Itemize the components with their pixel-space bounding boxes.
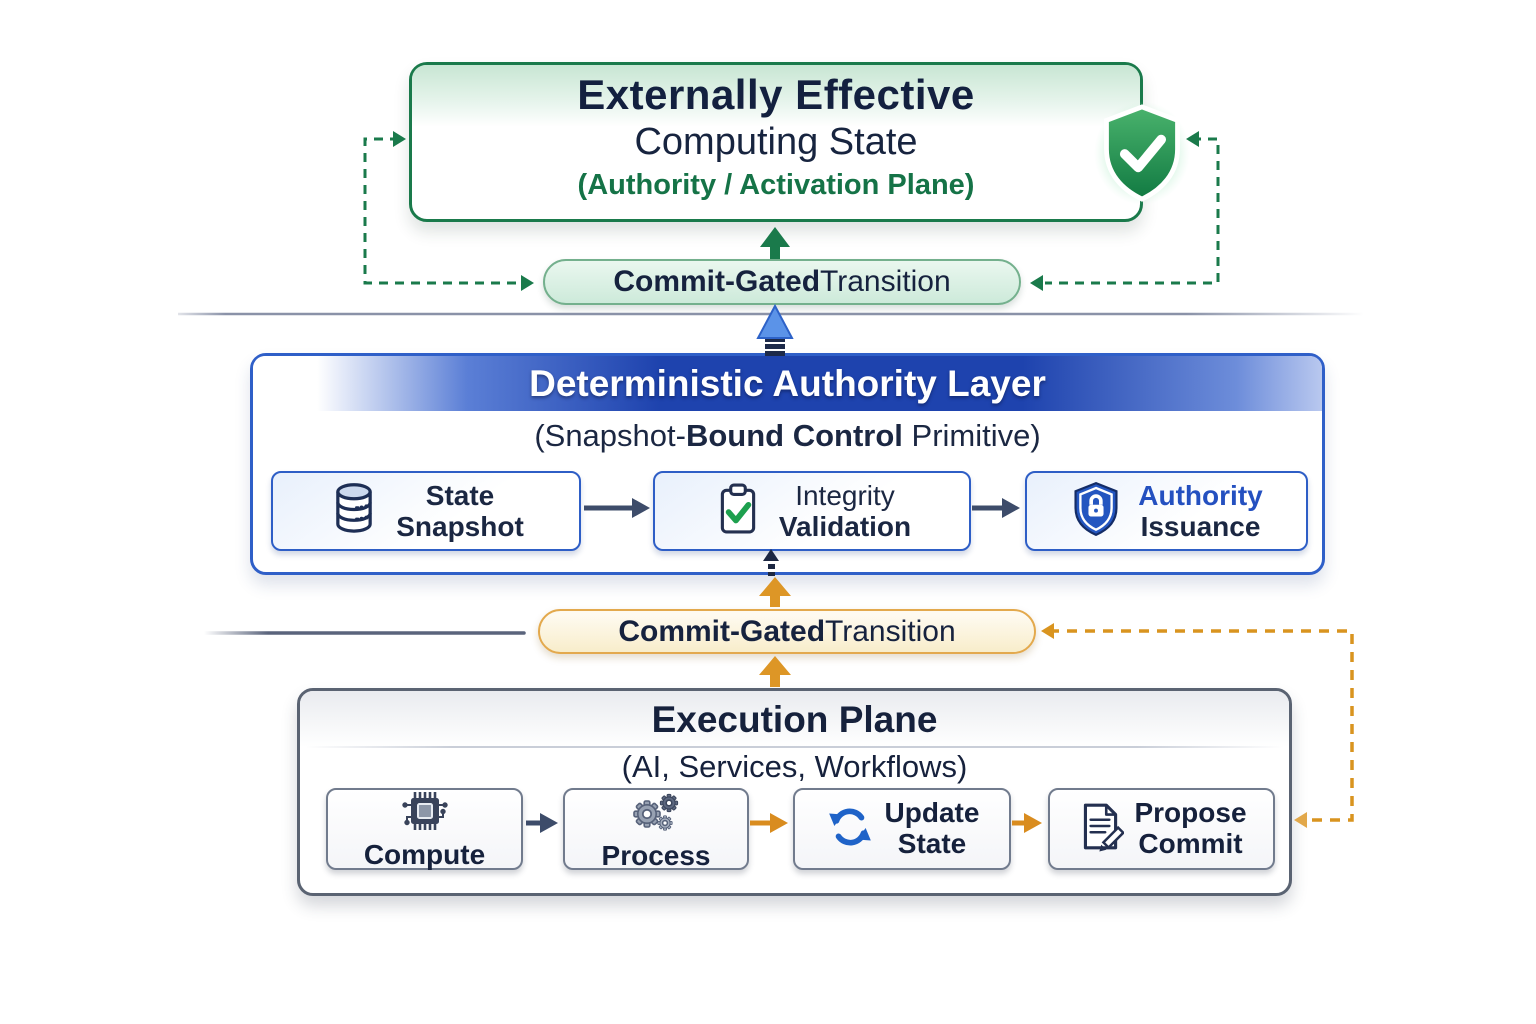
propose-commit-line1: Propose: [1134, 797, 1247, 829]
authority-subtitle-post: Primitive): [902, 418, 1041, 453]
authority-subtitle-bold: Bound Control: [685, 418, 903, 453]
state-snapshot-line1: State: [425, 479, 495, 511]
top-box-header-band: [412, 65, 1140, 127]
authority-issuance-line1: Authority: [1138, 479, 1263, 511]
update-state-step: Update State: [793, 788, 1011, 870]
integrity-validation-label: Integrity Validation: [779, 480, 911, 543]
state-snapshot-label: State Snapshot: [396, 480, 524, 543]
orange-dashed-arrowhead-to-exec-box: [1294, 812, 1307, 828]
sync-icon: [825, 805, 875, 854]
state-snapshot-step: State Snapshot: [271, 471, 581, 551]
update-state-label: Update State: [884, 797, 980, 860]
externally-effective-state-box: Externally Effective Computing State (Au…: [409, 62, 1143, 222]
deterministic-authority-layer-box: Deterministic Authority Layer (Snapshot-…: [250, 353, 1325, 575]
authority-issuance-step: Authority Issuance: [1025, 471, 1308, 551]
integrity-validation-line2: Validation: [778, 511, 912, 542]
integrity-validation-step: Integrity Validation: [653, 471, 971, 551]
integrity-validation-line1: Integrity: [795, 479, 895, 511]
commit-gate-upper: Commit-Gated Transition: [543, 259, 1021, 305]
authority-layer-title: Deterministic Authority Layer: [529, 362, 1046, 404]
top-box-subtitle: (Authority / Activation Plane): [577, 169, 975, 201]
orange-dashed-arrowhead-to-gate: [1041, 623, 1054, 639]
propose-commit-step: Propose Commit: [1048, 788, 1275, 870]
update-state-line1: Update: [884, 797, 980, 829]
orange-arrow-up-lower: [759, 656, 791, 687]
authority-subtitle-pre: (Snapshot-: [534, 418, 686, 453]
commit-gate-lower: Commit-Gated Transition: [538, 609, 1036, 654]
authority-layer-subtitle: (Snapshot-Bound Control Primitive): [253, 418, 1322, 454]
propose-commit-label: Propose Commit: [1134, 797, 1247, 860]
execution-plane-box: Execution Plane (AI, Services, Workflows…: [297, 688, 1292, 896]
commit-gate-upper-label-bold: Commit-Gated: [613, 265, 821, 298]
clipboard-check-icon: [713, 481, 763, 542]
top-box-title-line1: Externally Effective: [577, 71, 975, 118]
green-dashed-arrowhead-to-gate-right: [1030, 275, 1043, 291]
authority-issuance-line2: Issuance: [1140, 511, 1261, 542]
process-label: Process: [601, 840, 711, 872]
propose-commit-line2: Commit: [1138, 828, 1243, 859]
process-step: Process: [563, 788, 749, 872]
green-dashed-arrowhead-to-gate-left: [521, 275, 534, 291]
shield-check-icon: [1094, 100, 1190, 206]
authority-issuance-label: Authority Issuance: [1138, 480, 1262, 543]
green-arrow-up: [760, 227, 790, 259]
execution-plane-subtitle: (AI, Services, Workflows): [621, 749, 968, 784]
state-snapshot-line2: Snapshot: [396, 511, 524, 542]
commit-gate-upper-label-rest: Transition: [820, 265, 951, 298]
authority-layer-banner: Deterministic Authority Layer: [253, 356, 1322, 411]
chip-icon: [401, 791, 448, 838]
green-dashed-arrowhead-to-top-box: [393, 131, 406, 147]
execution-plane-title: Execution Plane: [651, 699, 938, 740]
commit-gate-lower-label-rest: Transition: [825, 614, 956, 648]
blue-arrow-up: [756, 303, 794, 356]
gears-icon: [630, 790, 682, 839]
database-icon: [328, 481, 380, 542]
compute-step: Compute: [326, 788, 523, 870]
top-box-title-line2: Computing State: [634, 121, 918, 163]
orange-arrow-up-middle: [759, 577, 791, 607]
compute-label: Compute: [363, 839, 486, 871]
execution-plane-divider: [306, 746, 1283, 748]
shield-lock-icon: [1070, 481, 1122, 542]
update-state-line2: State: [897, 828, 967, 859]
document-edit-icon: [1076, 801, 1126, 858]
commit-gate-lower-label-bold: Commit-Gated: [618, 614, 826, 648]
